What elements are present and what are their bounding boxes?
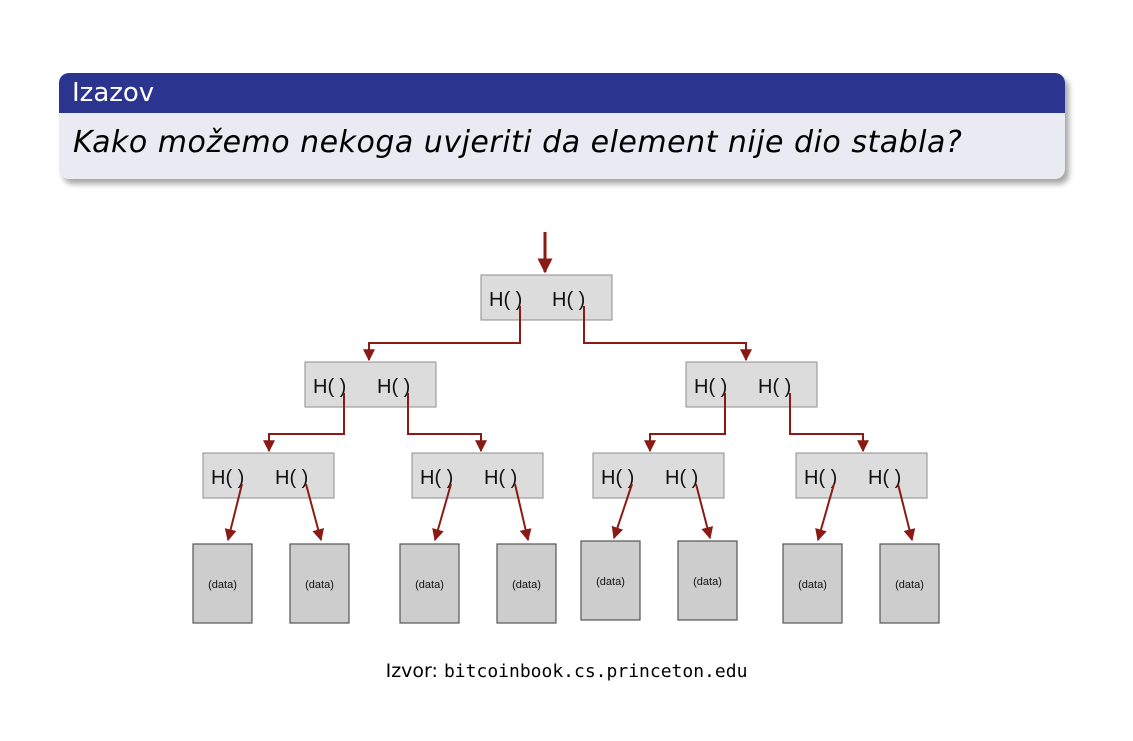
edge-to-data-8 — [897, 483, 916, 542]
edge-l1right-a — [644, 393, 726, 453]
block-title: Izazov — [59, 73, 1065, 113]
hash-label-right: H( ) — [868, 467, 901, 489]
data-label: (data) — [415, 579, 444, 591]
hash-node-l2-4: H( ) H( ) — [795, 452, 928, 499]
data-label: (data) — [512, 579, 541, 591]
source-citation: Izvor: bitcoinbook.cs.princeton.edu — [0, 660, 1133, 682]
block-question: Kako možemo nekoga uvjeriti da element n… — [73, 125, 963, 160]
edge-root-right — [583, 306, 752, 362]
edge-to-data-1 — [224, 483, 243, 542]
data-block-1: (data) — [192, 543, 253, 624]
edge-to-data-3 — [432, 483, 452, 542]
edge-l1left-b — [407, 393, 487, 453]
hash-node-l2-3: H( ) H( ) — [592, 452, 725, 499]
hash-label-left: H( ) — [804, 467, 837, 489]
hash-label-right: H( ) — [665, 467, 698, 489]
hash-label-left: H( ) — [601, 467, 634, 489]
source-label: Izvor: — [385, 660, 438, 682]
hash-node-l1-left: H( ) H( ) — [304, 361, 437, 408]
hash-label-left: H( ) — [694, 376, 727, 398]
data-label: (data) — [596, 576, 625, 588]
edge-to-data-6 — [695, 483, 714, 540]
hash-node-l1-right: H( ) H( ) — [685, 361, 818, 408]
root-hash-node: H( ) H( ) — [480, 274, 613, 321]
hash-label-right: H( ) — [758, 376, 791, 398]
hash-label-right: H( ) — [275, 467, 308, 489]
hash-label-left: H( ) — [313, 376, 346, 398]
data-block-3: (data) — [399, 543, 460, 624]
data-block-5: (data) — [580, 540, 641, 621]
hash-label-left: H( ) — [420, 467, 453, 489]
data-block-7: (data) — [782, 543, 843, 624]
edge-to-data-5 — [611, 483, 633, 540]
hash-label-left: H( ) — [489, 289, 522, 311]
data-block-2: (data) — [289, 543, 350, 624]
edge-l1right-b — [789, 393, 869, 453]
edge-to-data-4 — [514, 483, 532, 542]
data-label: (data) — [305, 579, 334, 591]
edge-to-data-2 — [305, 483, 325, 542]
hash-label-left: H( ) — [211, 467, 244, 489]
hash-label-right: H( ) — [552, 289, 585, 311]
hash-node-l2-1: H( ) H( ) — [202, 452, 335, 499]
hash-label-right: H( ) — [484, 467, 517, 489]
data-label: (data) — [798, 579, 827, 591]
source-url: bitcoinbook.cs.princeton.edu — [443, 661, 748, 682]
data-label: (data) — [895, 579, 924, 591]
data-label: (data) — [208, 579, 237, 591]
edge-to-data-7 — [815, 483, 835, 542]
data-block-4: (data) — [496, 543, 557, 624]
data-block-6: (data) — [677, 540, 738, 621]
hash-node-l2-2: H( ) H( ) — [411, 452, 544, 499]
edge-l1left-a — [263, 393, 345, 453]
data-label: (data) — [693, 576, 722, 588]
edge-root-left — [363, 306, 521, 362]
challenge-block: Izazov Kako možemo nekoga uvjeriti da el… — [59, 73, 1065, 179]
data-block-8: (data) — [879, 543, 940, 624]
hash-label-right: H( ) — [377, 376, 410, 398]
